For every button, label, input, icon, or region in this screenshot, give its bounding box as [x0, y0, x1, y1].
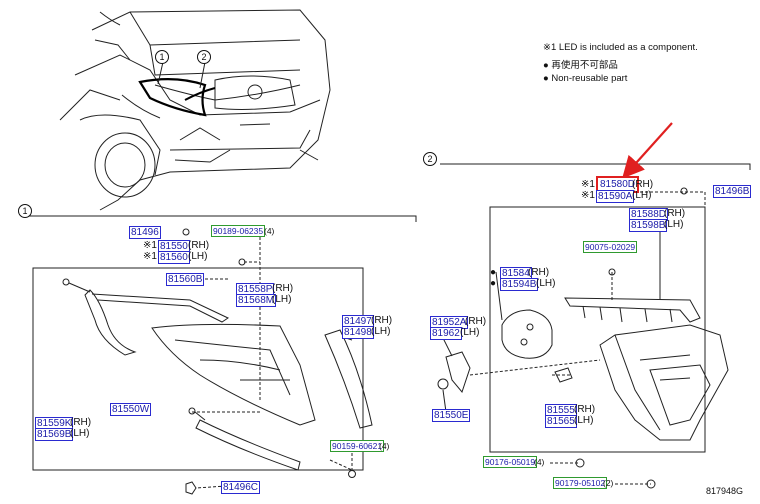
rh-label: (RH) — [632, 179, 654, 190]
rh-label: (RH) — [574, 404, 596, 415]
part-81496[interactable]: 81496 — [129, 226, 161, 239]
qty-4-label: (4) — [379, 441, 390, 451]
rh-label: (RH) — [70, 417, 92, 428]
led-mark: ※1 — [581, 190, 595, 201]
figure-id: 817948G — [706, 486, 744, 496]
lh-label: (LH) — [188, 251, 208, 262]
part-81496C[interactable]: 81496C — [221, 481, 261, 494]
rh-label: (RH) — [371, 315, 393, 326]
socket-drawing — [437, 337, 471, 394]
part-81568M[interactable]: 81568M — [236, 294, 277, 307]
part-81498[interactable]: 81498 — [342, 326, 374, 339]
callout-1-marker: 1 — [155, 50, 169, 64]
part-81560[interactable]: 81560 — [158, 251, 190, 264]
part-81598B[interactable]: 81598B — [629, 219, 668, 232]
rh-label: (RH) — [272, 283, 294, 294]
vehicle-rear-view — [59, 9, 331, 211]
part-90159-60621[interactable]: 90159-60621 — [330, 440, 385, 452]
part-90075-02029[interactable]: 90075-02029 — [583, 241, 638, 253]
non-reusable-bullet-icon: ● — [490, 267, 497, 278]
qty-4-label: (4) — [264, 226, 275, 236]
part-81560B[interactable]: 81560B — [166, 273, 205, 286]
garnish-part-drawing — [62, 278, 230, 356]
legend-text-en: Non-reusable part — [551, 73, 628, 84]
lh-label: (LH) — [70, 428, 90, 439]
part-81550E[interactable]: 81550E — [432, 409, 471, 422]
legend-bullet-icon: ● — [543, 73, 549, 84]
legend-line-1: ● 再使用不可部品 — [543, 60, 618, 72]
rh-label: (RH) — [188, 240, 210, 251]
part-81962[interactable]: 81962 — [430, 327, 462, 340]
rh-label: (RH) — [528, 267, 550, 278]
led-mark: ※1 — [143, 240, 157, 251]
lens-strip-drawing — [188, 407, 301, 471]
lh-label: (LH) — [460, 327, 480, 338]
section-2-marker: 2 — [423, 152, 437, 166]
part-81496B[interactable]: 81496B — [713, 185, 752, 198]
rear-lamp-unit-drawing — [599, 324, 729, 441]
lh-label: (LH) — [536, 278, 556, 289]
led-mark: ※1 — [581, 179, 595, 190]
led-component-note: ※1 LED is included as a component. — [543, 42, 698, 53]
part-90189-06235[interactable]: 90189-06235 — [211, 225, 266, 237]
part-90179-05102[interactable]: 90179-05102 — [553, 477, 608, 489]
callout-2-marker: 2 — [197, 50, 211, 64]
qty-4-label: (4) — [534, 457, 545, 467]
part-81569B[interactable]: 81569B — [35, 428, 74, 441]
non-reusable-bullet-icon: ● — [490, 278, 497, 289]
lh-label: (LH) — [272, 294, 292, 305]
qty-2-label: (2) — [603, 478, 614, 488]
part-81550W[interactable]: 81550W — [110, 403, 152, 416]
legend-bullet-icon: ● — [543, 60, 549, 71]
part-90176-05019[interactable]: 90176-05019 — [483, 456, 538, 468]
rh-label: (RH) — [664, 208, 686, 219]
section-1-marker: 1 — [18, 204, 32, 218]
lamp-part-drawing — [151, 323, 316, 426]
lh-label: (LH) — [574, 415, 594, 426]
gasket-drawing — [501, 309, 553, 359]
lh-label: (LH) — [664, 219, 684, 230]
lh-label: (LH) — [632, 190, 652, 201]
part-81565[interactable]: 81565 — [545, 415, 577, 428]
led-mark: ※1 — [143, 251, 157, 262]
bracket-strip-drawing — [564, 297, 701, 323]
lh-label: (LH) — [371, 326, 391, 337]
clip-drawing — [554, 367, 573, 383]
part-81594B[interactable]: 81594B — [500, 278, 539, 291]
legend-line-2: ● Non-reusable part — [543, 73, 627, 85]
rh-label: (RH) — [465, 316, 487, 327]
part-81590A[interactable]: 81590A — [596, 190, 635, 203]
legend-text-ja: 再使用不可部品 — [551, 60, 618, 71]
